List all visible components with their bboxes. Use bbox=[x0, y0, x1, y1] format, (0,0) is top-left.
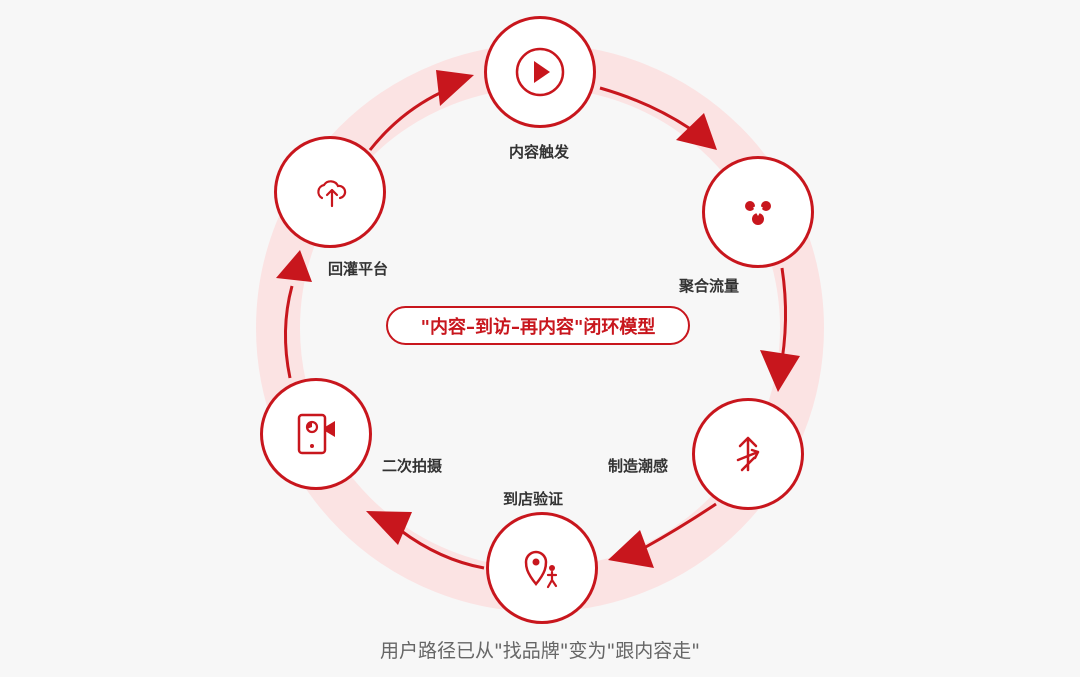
video-camera-icon bbox=[297, 413, 335, 455]
arrow-verify-to-shoot-line bbox=[399, 528, 485, 570]
node-create-trend bbox=[692, 398, 804, 510]
node-label-return-platform: 回灌平台 bbox=[328, 260, 389, 278]
node-store-verification bbox=[486, 512, 598, 624]
node-label-content-trigger: 内容触发 bbox=[509, 143, 570, 161]
arrow-trigger-to-aggregate-head bbox=[676, 113, 717, 150]
aggregate-dots-icon bbox=[745, 201, 771, 225]
arrow-verify-to-shoot-head bbox=[366, 511, 412, 545]
node-content-trigger bbox=[484, 16, 596, 128]
arrow-return-to-trigger-head bbox=[436, 70, 474, 106]
play-icon bbox=[515, 47, 565, 97]
diagram-title: "内容–到访–再内容"闭环模型 bbox=[386, 306, 690, 345]
trend-arrows-icon bbox=[736, 436, 760, 472]
node-label-second-shoot: 二次拍摄 bbox=[382, 457, 443, 475]
node-label-create-trend: 制造潮感 bbox=[608, 457, 669, 475]
node-label-aggregate-traffic: 聚合流量 bbox=[679, 277, 740, 295]
connector-arrows bbox=[276, 70, 800, 570]
node-return-platform bbox=[274, 136, 386, 248]
arrow-shoot-to-return-line bbox=[284, 285, 294, 379]
node-second-shoot bbox=[260, 378, 372, 490]
arrow-trend-to-verify-head bbox=[608, 530, 654, 568]
location-walker-icon bbox=[524, 550, 558, 589]
cloud-return-icon bbox=[317, 180, 347, 208]
caption: 用户路径已从"找品牌"变为"跟内容走" bbox=[380, 640, 700, 662]
arrow-aggregate-to-trend-head bbox=[760, 350, 800, 392]
arrow-shoot-to-return-head bbox=[276, 250, 312, 282]
arrow-trend-to-verify-line bbox=[643, 502, 717, 550]
node-aggregate-traffic bbox=[702, 156, 814, 268]
node-label-store-verification: 到店验证 bbox=[503, 490, 564, 508]
arrow-return-to-trigger-line bbox=[368, 90, 443, 151]
